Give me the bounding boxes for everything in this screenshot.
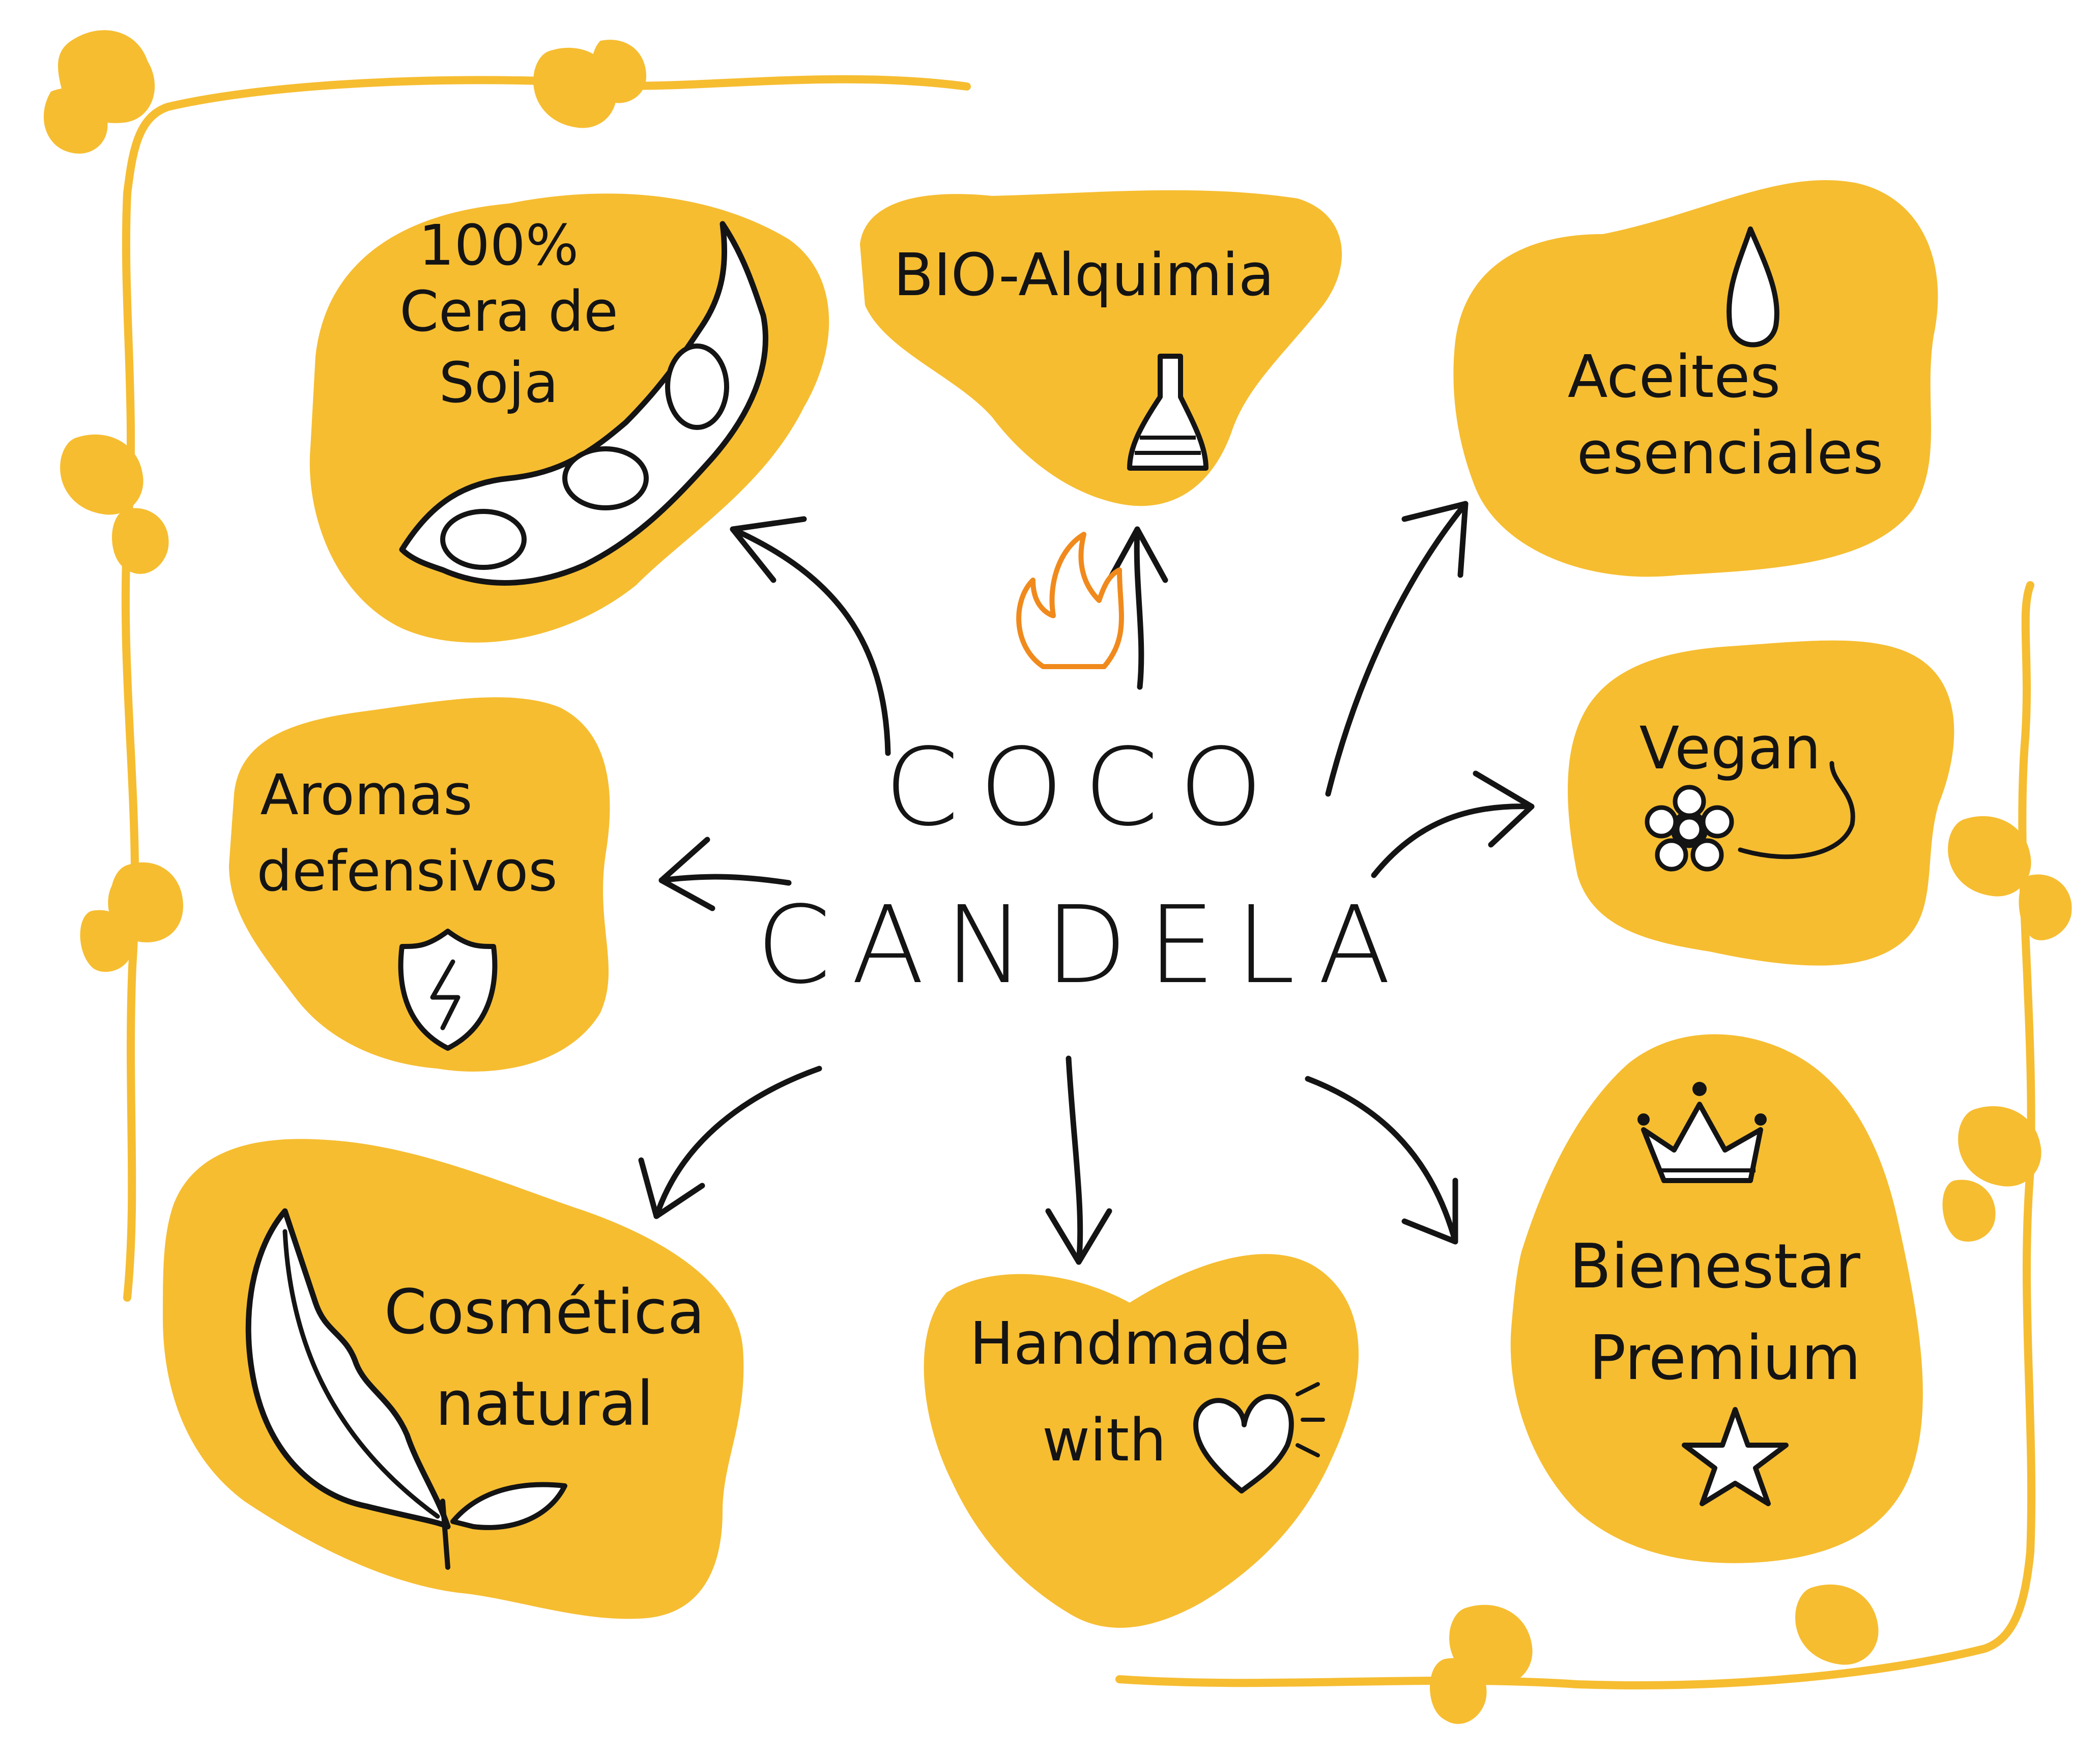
soybean-pod-icon [399,221,768,586]
aromas-label-line1: Aromas [260,762,472,827]
bio-label: BIO-Alquimia [894,241,1274,309]
center-title-line2: CANDELA [756,883,1411,1008]
arrow-to-cosmetica [653,1066,822,1219]
flame-icon [1016,532,1124,669]
node-aceites: Aceites esenciales [1568,226,1884,487]
soja-label-line3: Soja [439,350,558,415]
handmade-label-line2: with [1042,1406,1166,1475]
arrowhead-handmade [1045,1208,1112,1265]
blob-vegan [1568,640,1954,966]
vine-frame-top-left [43,30,2072,1724]
shield-bolt-icon [398,929,498,1051]
flower-icon [1645,785,1734,872]
arrow-to-handmade [1066,1055,1083,1265]
bienestar-label-line1: Bienestar [1569,1231,1860,1302]
soja-label-line1: 100% [419,213,579,278]
node-bio: BIO-Alquimia [894,241,1274,471]
vegan-label: Vegan [1639,714,1821,783]
blob-bio [860,190,1342,506]
star-icon [1682,1407,1789,1506]
handmade-label-line1: Handmade [969,1310,1289,1378]
crown-icon [1637,1082,1767,1183]
blob-handmade [924,1254,1359,1628]
arrow-to-soja [730,526,891,756]
node-cosmetica: Cosmética natural [245,1208,705,1570]
arrowhead-bienestar [1401,1177,1458,1245]
soja-label-line2: Cera de [399,279,618,344]
vegan-stem [1738,761,1855,859]
node-bienestar: Bienestar Premium [1569,1082,1861,1506]
leaf-icon [245,1208,567,1570]
node-handmade: Handmade with [969,1310,1325,1493]
node-aromas: Aromas defensivos [256,762,558,1051]
cosmetica-label-line2: natural [436,1369,654,1440]
blob-aromas [229,697,610,1072]
center-title-line1: COCO [884,725,1283,850]
center-node: COCO CANDELA [756,532,1411,1008]
blob-cosmetica [163,1139,744,1619]
aromas-label-line2: defensivos [256,839,557,904]
arrowhead-aceites [1401,501,1469,578]
node-vegan: Vegan [1639,714,1855,872]
arrowhead-bio [1106,526,1168,583]
arrow-to-bio [1134,526,1144,690]
arrow-to-aceites [1325,501,1469,797]
arrow-to-vegan [1371,803,1535,878]
node-blobs [163,180,1954,1628]
bienestar-label-line2: Premium [1589,1323,1861,1394]
arrowhead-soja [730,516,807,583]
arrowhead-cosmetica [638,1157,705,1219]
cosmetica-label-line1: Cosmética [384,1277,705,1348]
node-soja: 100% Cera de Soja [399,213,768,586]
arrowhead-aromas [658,837,715,911]
aceites-label-line1: Aceites [1568,343,1780,411]
heart-icon [1193,1382,1325,1493]
connector-arrows [638,501,1535,1265]
drop-icon [1727,226,1779,348]
aceites-label-line2: esenciales [1577,419,1884,487]
flask-icon [1127,354,1209,471]
arrow-to-aromas [658,874,792,886]
blob-bienestar [1510,1034,1923,1563]
arrowhead-vegan [1473,770,1535,848]
blob-aceites [1453,180,1938,577]
arrow-to-bienestar [1305,1076,1458,1245]
